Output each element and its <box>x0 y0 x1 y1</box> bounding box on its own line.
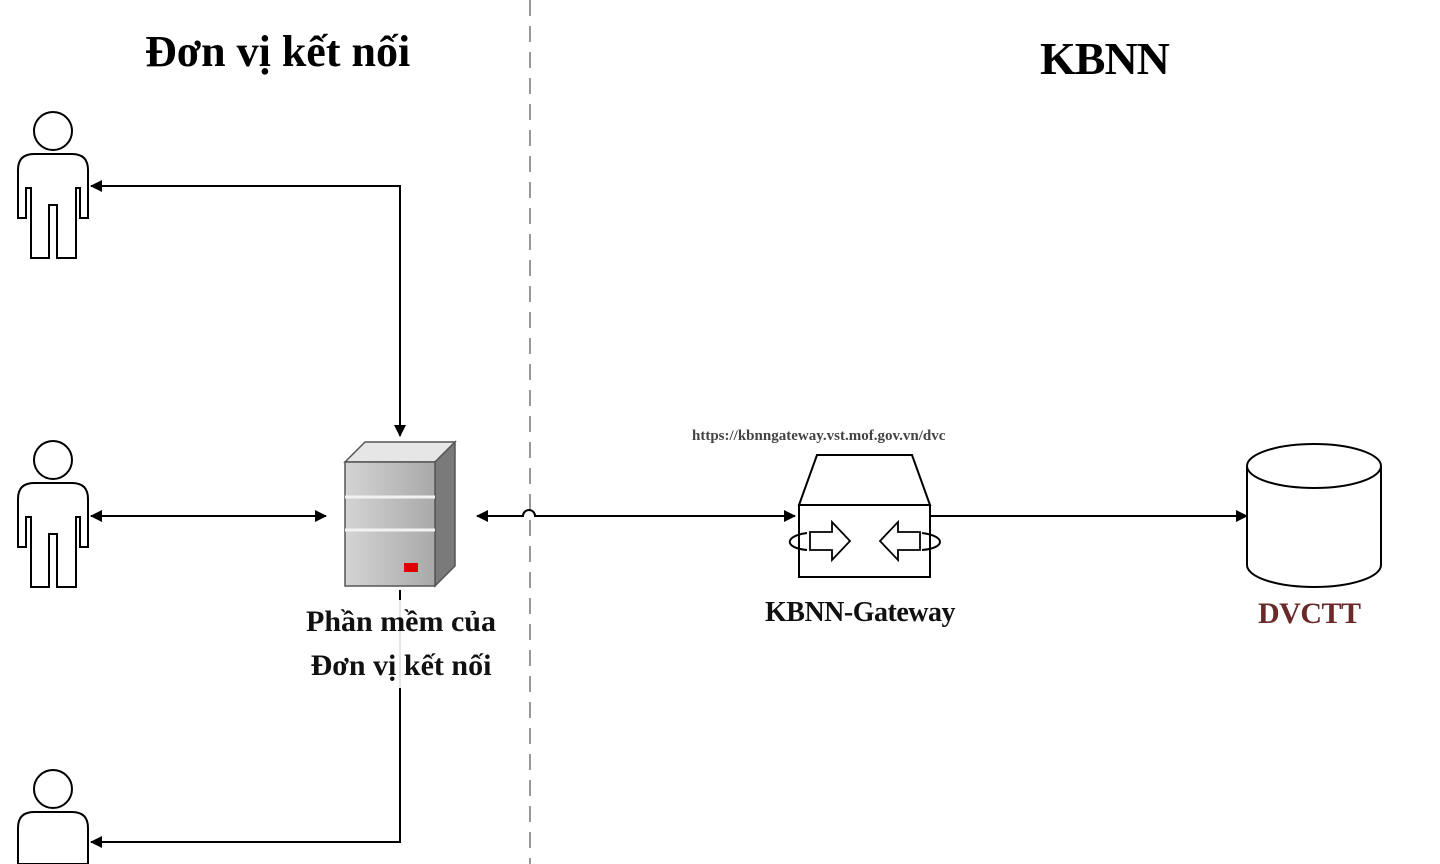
gateway-icon <box>788 454 941 578</box>
user-icon <box>17 111 89 259</box>
gateway-label: KBNN-Gateway <box>765 597 955 628</box>
gateway-url-label: https://kbnngateway.vst.mof.gov.vn/dvc <box>692 428 946 444</box>
database-icon <box>1246 443 1382 588</box>
connector-software-gateway <box>476 509 796 522</box>
user-icon <box>17 440 89 588</box>
connector-user1-software <box>90 180 406 437</box>
zone-title-left: Đơn vị kết nối <box>145 27 411 76</box>
software-label: Phần mềm của Đơn vị kết nối <box>283 600 519 688</box>
software-label-line2: Đơn vị kết nối <box>310 649 492 682</box>
database-label: DVCTT <box>1258 597 1361 630</box>
user-icon <box>17 769 89 864</box>
zone-title-right: KBNN <box>1040 33 1170 84</box>
software-label-line1: Phần mềm của <box>306 605 496 638</box>
server-indicator <box>404 563 418 572</box>
server-icon <box>343 440 457 588</box>
